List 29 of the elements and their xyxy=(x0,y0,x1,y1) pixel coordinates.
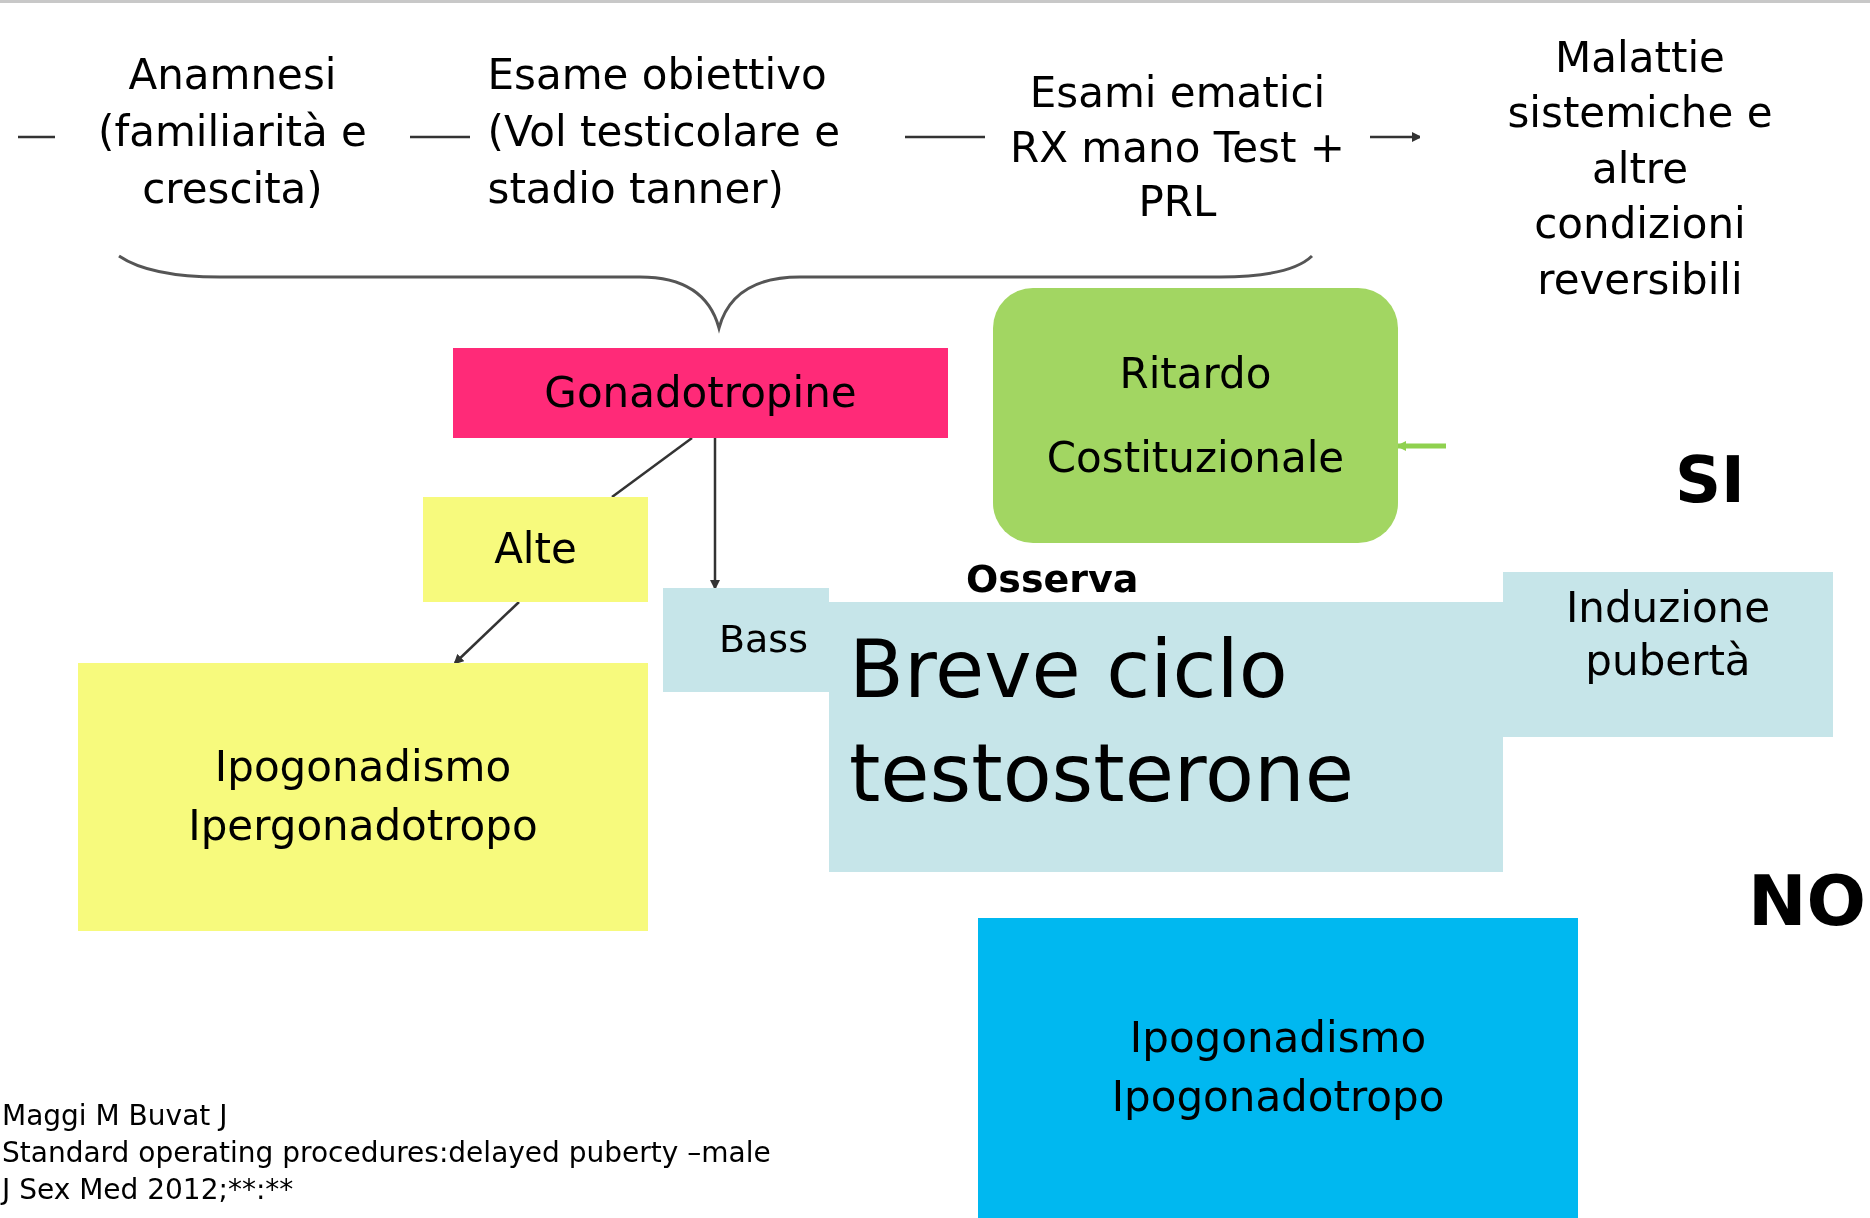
box-text: Malattie sistemiche e altre condizioni reversibili xyxy=(1506,32,1774,306)
box-text: Ritardo Costituzionale xyxy=(1045,347,1346,484)
action-box xyxy=(1503,572,1833,737)
box-text: Induzione pubertà xyxy=(1564,582,1772,687)
outcome-box xyxy=(993,288,1398,543)
citation-text: Standard operating procedures:delayed puberty –male xyxy=(2,1135,771,1171)
diagnosis-box xyxy=(78,663,648,931)
arrow xyxy=(453,601,520,665)
box-text: Breve ciclo testosterone xyxy=(849,622,1355,822)
category-box xyxy=(453,348,948,438)
box-text: Gonadotropine xyxy=(544,366,857,419)
citation-text: Maggi M Buvat J xyxy=(2,1098,228,1134)
arrow xyxy=(710,438,720,590)
box-text: Bass xyxy=(719,616,808,664)
branch-box xyxy=(663,588,829,692)
box-text: Ipogonadismo Ipogonadotropo xyxy=(1110,1012,1446,1123)
box-heading: Osserva xyxy=(966,556,1139,603)
branch-box xyxy=(423,497,648,602)
answer-label: SI xyxy=(1675,448,1745,512)
box-text: Alte xyxy=(494,523,577,576)
box-text: Anamnesi (familiarità e crescita) xyxy=(97,49,368,215)
arrow xyxy=(1370,132,1422,142)
answer-label: NO xyxy=(1748,866,1867,936)
diagnosis-box xyxy=(978,918,1578,1218)
box-text: Ipogonadismo Ipergonadotropo xyxy=(187,741,539,852)
box-text: Esame obiettivo (Vol testicolare e stadio tanner) xyxy=(487,49,841,215)
arrow xyxy=(1396,441,1446,451)
box-text: Esami ematici RX mano Test + PRL xyxy=(1009,67,1346,229)
citation-text: J Sex Med 2012;**:** xyxy=(2,1172,294,1208)
